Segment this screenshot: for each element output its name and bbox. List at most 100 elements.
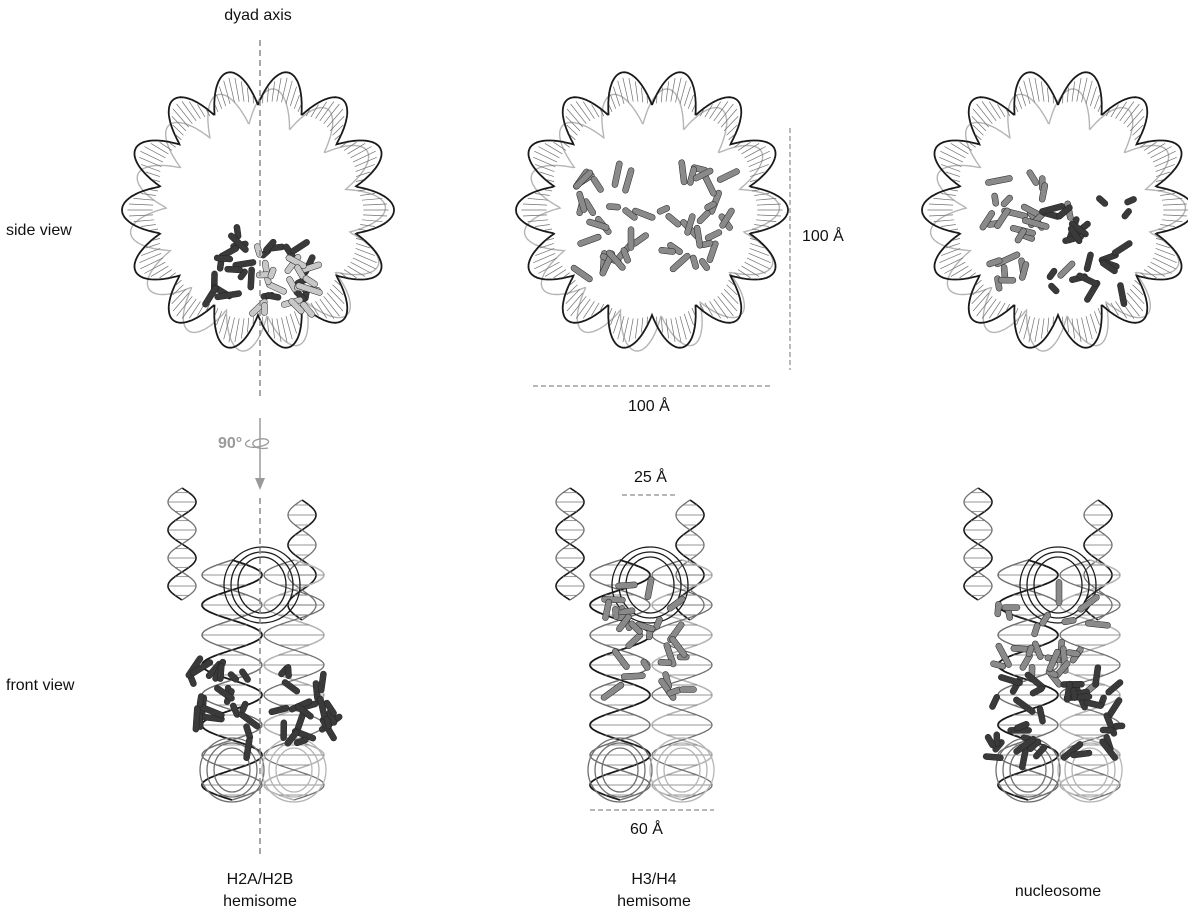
base-pair-rung: [1124, 104, 1140, 124]
base-pair-rung: [750, 248, 769, 255]
side-views: [122, 72, 1188, 351]
base-pair-rung: [141, 248, 160, 255]
base-pair-rung: [721, 293, 737, 311]
protein-helix: [998, 674, 1024, 687]
base-pair-rung: [671, 318, 675, 342]
dyad-axis-label: dyad axis: [224, 5, 292, 27]
protein-helix: [678, 159, 687, 185]
base-pair-rung: [229, 318, 235, 343]
base-pair-rung: [177, 104, 193, 124]
protein-helix: [704, 229, 723, 242]
base-pair-rung: [241, 318, 244, 338]
protein-helix: [238, 668, 252, 684]
base-pair-rung: [929, 215, 953, 216]
base-pair-rung: [356, 164, 375, 171]
dna-strand: [556, 488, 584, 600]
base-pair-rung: [140, 151, 163, 162]
base-pair-rung: [750, 164, 769, 171]
dimension-60: 60 Å: [630, 821, 663, 839]
dna-strand: [516, 72, 788, 347]
base-pair-rung: [629, 78, 633, 102]
protein-helix: [615, 582, 637, 590]
column-label-line1: H2A/H2B: [223, 869, 297, 891]
base-pair-rung: [684, 314, 690, 333]
dimension-100-vertical: 100 Å: [802, 228, 844, 246]
base-pair-rung: [215, 105, 218, 112]
base-pair-rung: [362, 198, 382, 200]
protein-helix: [985, 175, 1013, 186]
protein-helix: [611, 160, 623, 188]
protein-helix: [590, 175, 605, 193]
base-pair-rung: [523, 215, 547, 216]
base-pair-rung: [534, 151, 557, 162]
protein-helix: [690, 254, 700, 270]
dimension-100-horizontal: 100 Å: [628, 398, 670, 416]
column-label-h3-h4: H3/H4 hemisome: [617, 869, 691, 913]
dimension-25: 25 Å: [634, 469, 667, 487]
base-pair-rung: [756, 220, 776, 222]
protein-helix: [285, 664, 292, 679]
base-pair-rung: [680, 316, 686, 339]
protein-helix: [998, 277, 1016, 283]
protein-helix: [217, 663, 224, 682]
protein-helix: [658, 659, 672, 666]
base-pair-rung: [629, 318, 633, 342]
protein-helix: [600, 681, 625, 702]
base-pair-rung: [151, 143, 169, 154]
base-pair-rung: [1151, 262, 1172, 273]
protein-helix: [628, 227, 634, 251]
base-pair-rung: [534, 258, 557, 269]
base-pair-rung: [129, 204, 153, 205]
front-view-nucleosome: [964, 488, 1125, 802]
base-pair-rung: [745, 262, 766, 273]
base-pair-rung: [940, 258, 963, 269]
base-pair-rung: [1077, 318, 1081, 342]
base-pair-rung: [535, 225, 550, 227]
base-pair-rung: [1153, 151, 1176, 162]
base-pair-rung: [290, 314, 296, 333]
protein-helix: [281, 720, 287, 741]
base-pair-rung: [567, 109, 583, 127]
base-pair-rung: [235, 78, 239, 102]
base-pair-rung: [320, 299, 334, 318]
protein-helix: [1113, 723, 1125, 729]
protein-helix: [1100, 727, 1114, 733]
base-pair-rung: [576, 102, 590, 121]
protein-helix: [1085, 620, 1111, 629]
base-pair-rung: [362, 220, 382, 222]
protein-helix: [1095, 194, 1109, 207]
protein-helix: [1047, 282, 1060, 295]
base-pair-rung: [623, 318, 629, 343]
protein-helix: [261, 302, 267, 315]
base-pair-rung: [611, 311, 616, 325]
protein-helix: [1121, 207, 1133, 220]
base-pair-rung: [757, 204, 781, 205]
guides: [246, 40, 790, 858]
column-label-line1: H3/H4: [617, 869, 691, 891]
base-pair-rung: [613, 87, 619, 106]
column-label-line2: hemisome: [617, 891, 691, 913]
protein-helix: [991, 193, 999, 207]
base-pair-rung: [688, 311, 693, 325]
front-view-label: front view: [6, 677, 74, 695]
column-label-h2a-h2b: H2A/H2B hemisome: [223, 869, 297, 913]
base-pair-rung: [1017, 95, 1022, 109]
base-pair-rung: [951, 143, 969, 154]
base-pair-rung: [756, 198, 776, 200]
base-pair-rung: [545, 143, 563, 154]
side-view-label: side view: [6, 222, 72, 240]
protein-helix: [1026, 169, 1040, 187]
protein-helix: [1056, 579, 1062, 605]
base-pair-rung: [353, 258, 376, 269]
base-pair-rung: [141, 225, 156, 227]
base-pair-rung: [1153, 258, 1176, 269]
base-pair-rung: [692, 105, 695, 112]
base-pair-rung: [1019, 87, 1025, 106]
base-pair-rung: [235, 318, 239, 342]
base-pair-rung: [1162, 220, 1182, 222]
base-pair-rung: [327, 293, 343, 311]
base-pair-rung: [150, 229, 158, 230]
base-pair-rung: [1090, 87, 1096, 106]
protein-helix: [986, 257, 1003, 268]
